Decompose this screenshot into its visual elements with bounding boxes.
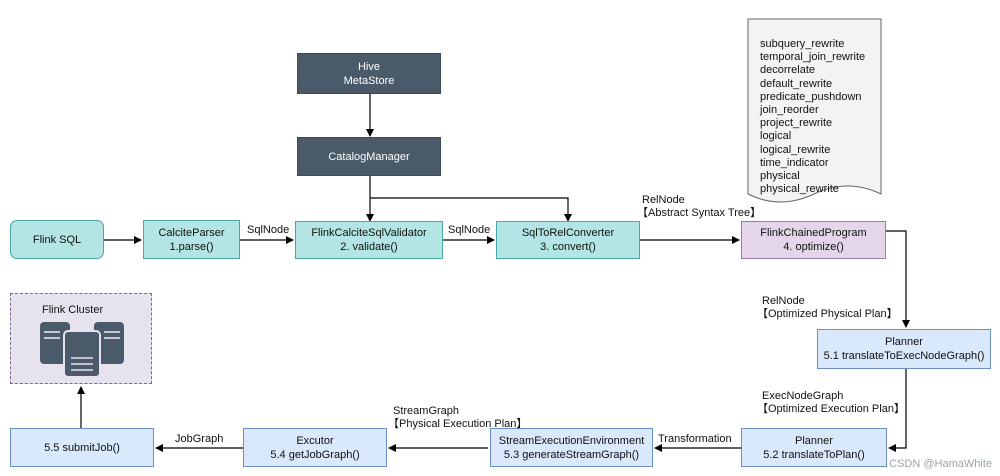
label-execnode-2: 【Optimized Execution Plan】 (757, 403, 905, 415)
optimizer-program-item: time_indicator (760, 156, 829, 169)
planner-exec-node: Planner 5.1 translateToExecNodeGraph() (817, 329, 991, 369)
label-execnode-1: ExecNodeGraph (762, 390, 844, 402)
arrow-catalog-to-converter (370, 197, 572, 222)
converter-node: SqlToRelConverter 3. convert() (496, 221, 640, 259)
hive-line2: MetaStore (343, 74, 395, 87)
arrow-planner-exec-to-planner-plan (888, 369, 907, 452)
chained-program-node: FlinkChainedProgram 4. optimize() (741, 221, 886, 259)
planner-plan-line1: Planner (795, 434, 833, 447)
flink-sql-node: Flink SQL (10, 220, 104, 259)
optimizer-program-item: physical (760, 170, 800, 183)
calcite-parser-node: CalciteParser 1.parse() (143, 220, 240, 259)
hive-line1: Hive (357, 60, 380, 73)
label-streamgraph-2: 【Physical Execution Plan】 (388, 418, 528, 430)
optimizer-program-item: join_reorder (760, 104, 819, 117)
stream-env-line2: 5.3 generateStreamGraph() (503, 448, 640, 461)
planner-plan-line2: 5.2 translateToPlan() (763, 448, 865, 461)
chained-program-line2: 4. optimize() (783, 241, 844, 253)
converter-line2: 3. convert() (540, 241, 596, 253)
excutor-line2: 5.4 getJobGraph() (270, 448, 360, 461)
submit-job-node: 5.5 submitJob() (10, 428, 154, 467)
optimizer-programs-note (747, 18, 882, 203)
planner-exec-line2: 5.1 translateToExecNodeGraph() (823, 350, 985, 362)
catalog-manager-node: CatalogManager (297, 137, 441, 176)
catalog-manager-label: CatalogManager (328, 150, 410, 163)
optimizer-program-item: temporal_join_rewrite (760, 51, 866, 64)
optimizer-program-item: project_rewrite (760, 117, 833, 130)
label-streamgraph-1: StreamGraph (393, 405, 460, 417)
submit-job-label: 5.5 submitJob() (44, 441, 120, 454)
label-transformation: Transformation (658, 433, 732, 445)
calcite-parser-line2: 1.parse() (169, 240, 214, 253)
optimizer-program-item: decorrelate (760, 64, 816, 77)
arrow-program-to-planner-exec (886, 230, 910, 328)
server-stack-icon (40, 322, 124, 378)
chained-program-line1: FlinkChainedProgram (760, 227, 867, 239)
optimizer-program-item: physical_rewrite (760, 183, 839, 196)
flink-cluster-label: Flink Cluster (42, 304, 104, 316)
optimizer-program-item: predicate_pushdown (760, 90, 862, 103)
planner-exec-line1: Planner (885, 336, 923, 348)
validator-line2: 2. validate() (340, 241, 398, 253)
validator-node: FlinkCalciteSqlValidator 2. validate() (295, 221, 443, 259)
optimizer-program-item: logical_rewrite (760, 143, 831, 156)
hive-metastore-node: Hive MetaStore (297, 53, 441, 94)
calcite-parser-line1: CalciteParser (158, 226, 225, 239)
stream-env-line1: StreamExecutionEnvironment (498, 434, 645, 447)
optimizer-program-item: logical (760, 130, 792, 143)
label-relnode-opt-1: RelNode (762, 295, 805, 307)
validator-line1: FlinkCalciteSqlValidator (311, 227, 427, 239)
optimizer-program-item: default_rewrite (760, 77, 833, 90)
excutor-line1: Excutor (296, 434, 334, 447)
planner-plan-node: Planner 5.2 translateToPlan() (741, 428, 887, 467)
label-relnode-ast-1: RelNode (642, 194, 685, 206)
flink-sql-label: Flink SQL (32, 233, 82, 246)
label-sqlnode-2: SqlNode (448, 224, 491, 236)
excutor-node: Excutor 5.4 getJobGraph() (243, 428, 387, 467)
stream-env-node: StreamExecutionEnvironment 5.3 generateS… (490, 428, 653, 467)
label-sqlnode-1: SqlNode (247, 224, 290, 236)
label-relnode-ast-2: 【Abstract Syntax Tree】 (637, 207, 762, 219)
watermark: CSDN @HamaWhite (889, 458, 992, 470)
label-jobgraph: JobGraph (175, 433, 224, 445)
converter-line1: SqlToRelConverter (521, 227, 615, 239)
optimizer-program-item: subquery_rewrite (760, 38, 845, 50)
label-relnode-opt-2: 【Optimized Physical Plan】 (757, 308, 898, 320)
